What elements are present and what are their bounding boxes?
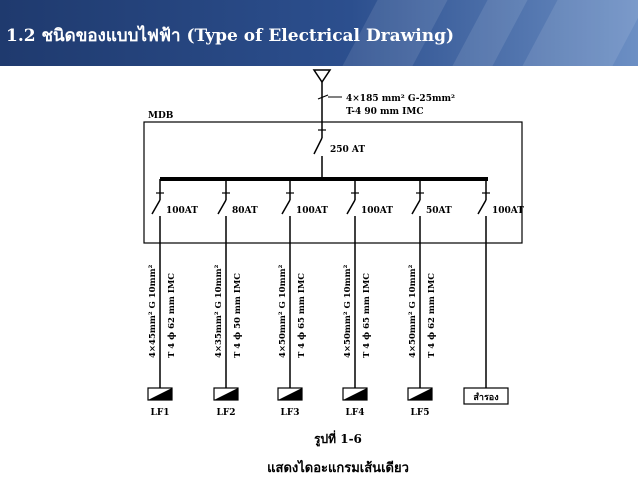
header-stripe: [452, 0, 528, 66]
single-line-diagram: 4×185 mm² G-25mm² T-4 90 mm IMC MDB 250 …: [143, 69, 524, 476]
branch-breaker-rating: 100AT: [492, 206, 524, 216]
branch-group: 100AT 4×45mm² G 10mm² T 4 ϕ 62 mm IMC LF1 80…: [147, 179, 524, 418]
load-panel-label: LF3: [281, 408, 300, 418]
main-feeder-cable-label: 4×185 mm² G-25mm²: [346, 94, 455, 104]
load-panel-label: LF1: [151, 408, 170, 418]
transformer-symbol: [312, 69, 332, 84]
header-stripe: [522, 0, 638, 66]
load-panel-label: LF2: [217, 408, 236, 418]
load-panel-fill: [343, 388, 367, 400]
branch-conduit-label: T 4 ϕ 62 mm IMC: [167, 273, 177, 358]
branch-breaker-rating: 100AT: [361, 206, 393, 216]
load-panel-fill: [214, 388, 238, 400]
branch-breaker-rating: 100AT: [166, 206, 198, 216]
spare-box: [463, 387, 509, 405]
figure-caption: แสดงไดอะแกรมเส้นเดียว: [267, 459, 409, 476]
load-panel-fill: [148, 388, 172, 400]
spare-label: สำรอง: [473, 392, 498, 403]
feeder-tick: [317, 94, 329, 100]
branch-breaker-contact: [411, 199, 421, 215]
branch-cable-label: 4×35mm² G 10mm²: [214, 264, 224, 358]
branch-cable-label: 4×45mm² G 10mm²: [148, 264, 158, 358]
load-panel-fill: [278, 388, 302, 400]
load-panel-label: LF4: [346, 408, 365, 418]
branch-cable-label: 4×50mm² G 10mm²: [408, 264, 418, 358]
branch-cable-label: 4×50mm² G 10mm²: [278, 264, 288, 358]
load-panel-fill: [408, 388, 432, 400]
branch-conduit-label: T 4 ϕ 62 mm IMC: [427, 273, 437, 358]
branch-breaker-contact: [281, 199, 291, 215]
mdb-panel-box: [143, 121, 523, 244]
branch-breaker-contact: [217, 199, 227, 215]
branch-conduit-label: T 4 ϕ 65 mm IMC: [362, 273, 372, 358]
main-breaker-rating: 250 AT: [330, 145, 365, 155]
slide-header: 1.2 ชนิดของแบบไฟฟ้า (Type of Electrical …: [0, 0, 638, 66]
branch-breaker-contact: [477, 199, 487, 215]
branch-breaker-rating: 100AT: [296, 206, 328, 216]
mdb-label: MDB: [148, 111, 174, 121]
branch-breaker-contact: [151, 199, 161, 215]
branch-cable-label: 4×50mm² G 10mm²: [343, 264, 353, 358]
main-breaker-contact: [313, 137, 323, 155]
branch-conduit-label: T 4 ϕ 65 mm IMC: [297, 273, 307, 358]
branch-breaker-rating: 80AT: [232, 206, 258, 216]
branch-breaker-contact: [346, 199, 356, 215]
main-feeder-conduit-label: T-4 90 mm IMC: [346, 107, 424, 117]
branch-conduit-label: T 4 ϕ 50 mm IMC: [233, 273, 243, 358]
figure-number: รูปที่ 1-6: [314, 430, 362, 447]
branch-breaker-rating: 50AT: [426, 206, 452, 216]
slide-title: 1.2 ชนิดของแบบไฟฟ้า (Type of Electrical …: [6, 26, 455, 46]
load-panel-label: LF5: [411, 408, 430, 418]
